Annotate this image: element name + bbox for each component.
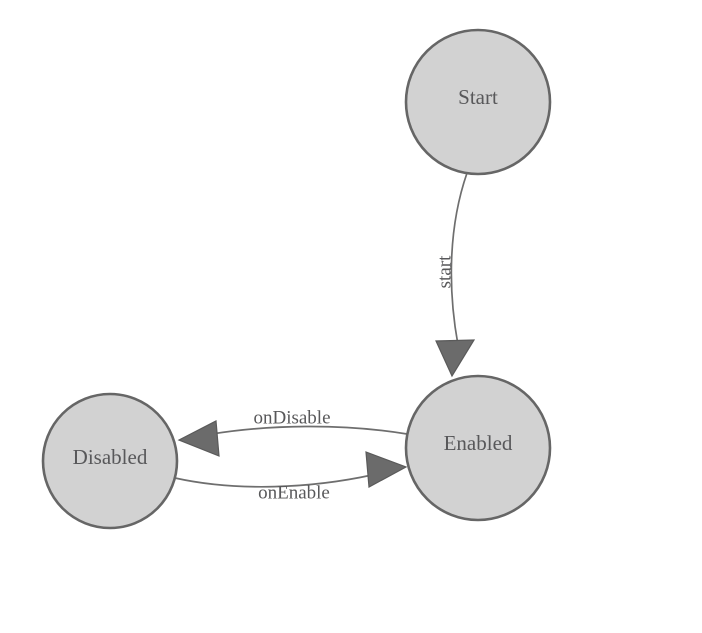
edge-start-to-enabled[interactable]: start: [434, 172, 476, 378]
arrowhead-onenable: [365, 451, 408, 488]
edge-label-start: start: [434, 255, 455, 288]
edge-path-ondisable: [211, 425, 408, 435]
arrowhead-start: [435, 339, 476, 378]
node-enabled[interactable]: Enabled: [404, 374, 552, 522]
node-start-circle: [404, 28, 552, 176]
edge-path-start: [450, 172, 468, 346]
node-enabled-label: Enabled: [444, 431, 513, 455]
edge-path-onenable: [174, 474, 373, 488]
edge-label-ondisable: onDisable: [253, 407, 330, 428]
edge-label-onenable: onEnable: [258, 482, 330, 503]
node-start[interactable]: Start: [404, 28, 552, 176]
node-start-label: Start: [458, 85, 498, 109]
edge-enabled-to-disabled[interactable]: onDisable: [177, 407, 408, 457]
edge-disabled-to-enabled[interactable]: onEnable: [174, 451, 408, 503]
node-disabled[interactable]: Disabled: [41, 392, 179, 530]
node-disabled-circle: [41, 392, 179, 530]
arrowhead-ondisable: [177, 420, 220, 457]
node-enabled-circle: [404, 374, 552, 522]
node-disabled-label: Disabled: [73, 445, 148, 469]
